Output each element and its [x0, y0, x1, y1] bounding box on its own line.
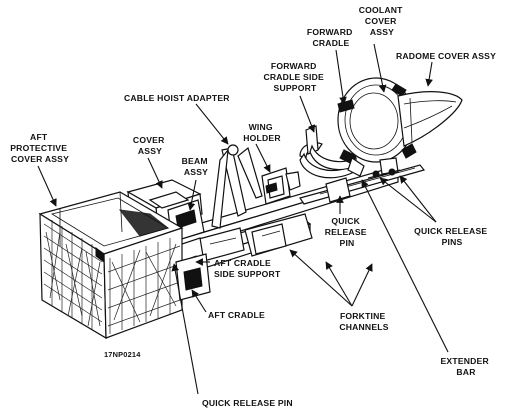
label-quick-release-pin-mid: QUICK RELEASE PIN: [325, 216, 370, 248]
leader-forktine-a: [289, 249, 353, 307]
forktine-channel-frame: [178, 213, 313, 273]
leader-forktine-b: [325, 261, 353, 307]
aft-cradle: [175, 253, 211, 301]
radome-cover: [397, 91, 463, 147]
leader-extender-bar: [361, 179, 449, 353]
label-quick-release-pins: QUICK RELEASE PINS: [414, 226, 490, 247]
mid-quick-release-pin: [325, 177, 351, 203]
label-cover-assy: COVER ASSY: [133, 135, 167, 156]
callout-labels: COOLANT COVER ASSY FORWARD CRADLE RADOME…: [10, 5, 496, 408]
leader-forward-cradle-side-support: [299, 95, 316, 133]
aft-protective-cover-cage: [38, 191, 184, 340]
leader-wing-holder: [255, 143, 271, 173]
label-extender-bar: EXTENDER BAR: [441, 356, 492, 377]
leader-aft-cradle: [191, 289, 207, 313]
figure-number: 17NP0214: [104, 350, 141, 359]
front-quick-release-pins: [367, 168, 401, 179]
label-aft-cradle-side-support: AFT CRADLE SIDE SUPPORT: [214, 258, 281, 279]
assembly-drawing: [38, 77, 463, 340]
leader-quick-release-pin-bottom: [171, 263, 199, 395]
label-quick-release-pin-bottom: QUICK RELEASE PIN: [202, 398, 293, 408]
label-forktine-channels: FORKTINE CHANNELS: [339, 311, 388, 332]
leader-forktine-c: [351, 263, 373, 307]
label-forward-cradle-side-support: FORWARD CRADLE SIDE SUPPORT: [263, 61, 326, 93]
leader-forward-cradle: [335, 49, 347, 105]
leader-cable-hoist-adapter: [195, 103, 229, 145]
label-wing-holder: WING HOLDER: [243, 122, 281, 143]
cage-side-mesh: [107, 238, 181, 334]
label-coolant-cover-assy: COOLANT COVER ASSY: [359, 5, 405, 37]
leader-quick-release-pins-a: [399, 175, 437, 223]
label-aft-cradle: AFT CRADLE: [208, 310, 265, 320]
label-beam-assy: BEAM ASSY: [182, 156, 211, 177]
leader-aft-protective-cover: [37, 165, 57, 207]
leader-quick-release-pins-b: [379, 177, 437, 223]
label-forward-cradle: FORWARD CRADLE: [307, 27, 355, 48]
leader-radome-cover: [425, 61, 433, 87]
leader-cover-assy: [147, 157, 163, 189]
label-radome-cover-assy: RADOME COVER ASSY: [396, 51, 496, 61]
leader-coolant-cover: [373, 43, 387, 93]
leader-beam-assy: [187, 179, 197, 211]
label-cable-hoist-adapter: CABLE HOIST ADAPTER: [124, 93, 230, 103]
cable-hoist-adapter: [211, 144, 263, 229]
wing-holder: [261, 167, 301, 205]
cage-front-mesh: [43, 220, 103, 330]
forward-cradle-ring: [337, 77, 417, 177]
label-aft-protective-cover-assy: AFT PROTECTIVE COVER ASSY: [10, 132, 70, 164]
leader-lines: [37, 43, 449, 395]
